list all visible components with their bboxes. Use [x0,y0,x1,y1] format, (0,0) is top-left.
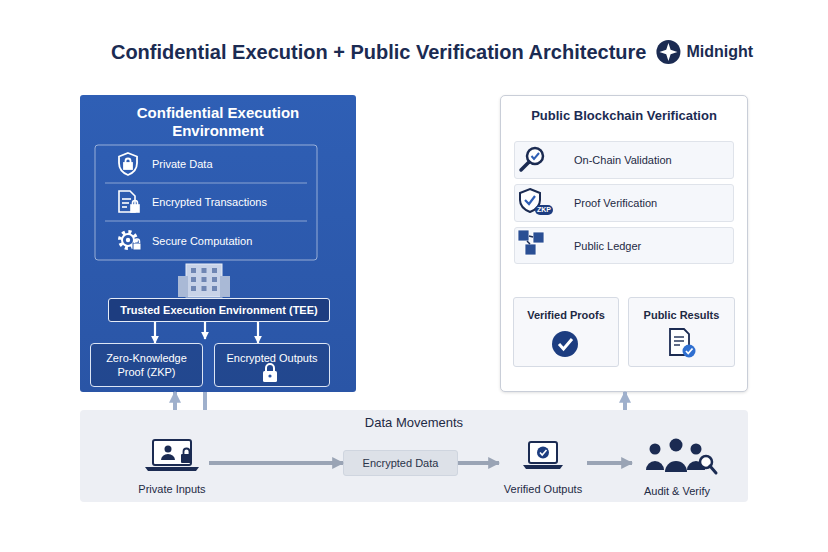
process-box: Trusted Execution Environment (TEE) [108,298,330,322]
flow-arrow [203,392,207,410]
diagram-title: Confidential Execution + Public Verifica… [111,40,646,64]
node-label: Zero-Knowledge Proof (ZKP) [96,351,197,379]
output-box: Encrypted Outputs [214,343,330,387]
feature-row: Public Ledger [514,227,734,264]
output-box: Zero-Knowledge Proof (ZKP) [90,343,203,387]
node-label: Private Inputs [138,483,205,496]
flow-step: Audit & Verify [632,434,722,498]
node-label: Public Blockchain Verification [501,108,747,124]
brand-name: Midnight [686,42,753,62]
feature-row: Private Data [95,145,317,183]
node-label: On-Chain Validation [574,154,672,166]
panel: Public Blockchain VerificationOn-Chain V… [500,95,748,392]
panel: Confidential Execution EnvironmentPrivat… [80,95,356,392]
feature-row: Encrypted Transactions [95,183,317,221]
flow-step: Verified Outputs [499,436,587,496]
node-label: Encrypted Transactions [152,196,267,208]
flow-band: Data MovementsPrivate Inputs Encrypted Da… [80,410,748,502]
result-card: Verified Proofs [513,297,619,367]
data-box: Encrypted Data [343,450,458,476]
node-label: Secure Computation [152,235,252,247]
node-label: Audit & Verify [644,485,710,498]
logo-icon [656,40,680,64]
node-label: Private Data [152,158,213,170]
node-label: Public Ledger [574,240,641,252]
flow-step: Private Inputs [135,434,209,496]
feature-row: Secure Computation [95,221,317,260]
node-label: Encrypted Outputs [226,351,317,365]
node-label: Verified Proofs [514,308,618,322]
node-label: Verified Outputs [504,483,582,496]
node-label: Proof Verification [574,197,657,209]
node-label: Public Results [629,308,734,322]
node-label: Confidential Execution Environment [113,104,323,140]
feature-row: On-Chain Validation [514,141,734,179]
node-label: Trusted Execution Environment (TEE) [120,304,317,316]
node-label: Data Movements [80,415,748,431]
node-label: Encrypted Data [363,457,439,469]
flow-arrow [623,392,627,410]
flow-arrow [173,392,177,410]
result-card: Public Results [628,297,735,367]
badge-label: ZKP [535,205,553,215]
feature-row: Proof Verification [514,184,734,222]
